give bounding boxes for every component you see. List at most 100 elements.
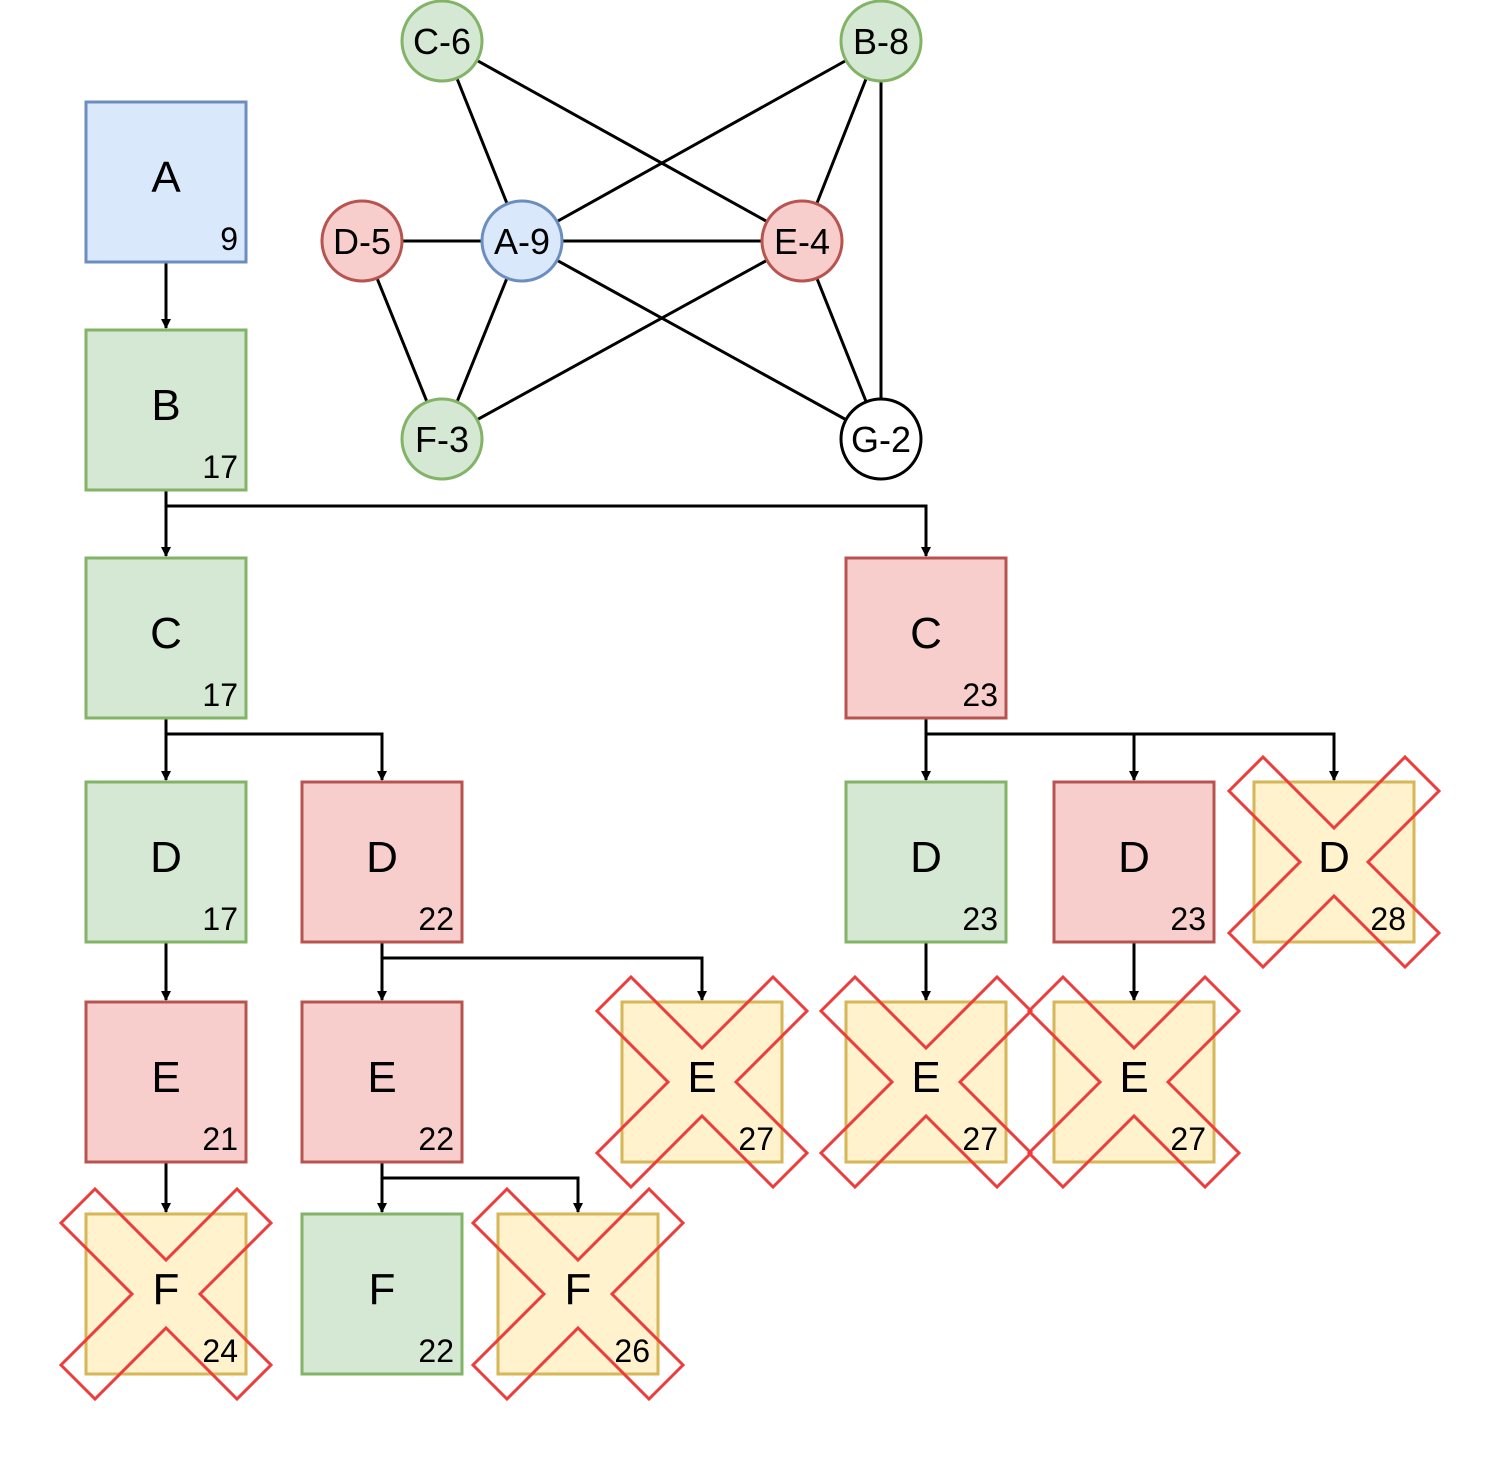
graph-node-circle [839, 397, 923, 481]
graph-node-b8: B-8 [839, 0, 923, 83]
tree-node-c2: C 23 [844, 556, 1008, 720]
graph-edge-b8-a9 [521, 39, 882, 243]
tree-node-d2: D22 [300, 780, 464, 944]
tree-node-b: B 17 [84, 328, 248, 492]
graph-edge-a9-g2 [521, 239, 882, 441]
tree-node-cost: 17 [202, 677, 238, 713]
tree-node-cost: 23 [962, 677, 998, 713]
pruned-cross-icon [1026, 974, 1242, 1190]
tree-node-cost: 22 [418, 1333, 454, 1369]
tree-node-cost: 23 [962, 901, 998, 937]
tree-node-cost: 27 [738, 1121, 774, 1157]
pruned-cross-icon [594, 974, 810, 1190]
graph-node-circle [320, 199, 404, 283]
tree-node-box [1252, 780, 1416, 944]
tree-node-box [300, 1212, 464, 1376]
tree-node-cost: 17 [202, 901, 238, 937]
tree-node-box [84, 1000, 248, 1164]
tree-node-f1: F 24 [58, 1186, 274, 1402]
graph-node-circle [400, 0, 484, 83]
tree-link-b-c2 [164, 490, 931, 557]
tree-node-cost: 26 [614, 1333, 650, 1369]
tree-node-e1: E21 [84, 1000, 248, 1164]
pruned-cross-icon [470, 1186, 686, 1402]
tree-node-box [844, 556, 1008, 720]
tree-node-e3: E 27 [594, 974, 810, 1190]
tree-node-letter: C [910, 609, 942, 658]
graph-node-g2: G-2 [839, 397, 923, 481]
tree-node-d1: D 17 [84, 780, 248, 944]
tree-node-e2: E 22 [300, 1000, 464, 1164]
graph-nodes: C-6 B-8D-5 A-9 E-4F-3 G-2 [320, 0, 923, 481]
tree-node-cost: 28 [1370, 901, 1406, 937]
tree-node-cost: 21 [202, 1121, 238, 1157]
tree-node-f2: F 22 [300, 1212, 464, 1376]
tree-node-letter: D [1118, 833, 1150, 882]
tree-node-cost: 9 [220, 221, 238, 257]
tree-node-cost: 27 [962, 1121, 998, 1157]
graph-node-circle [400, 397, 484, 481]
graph-node-label: D-5 [333, 221, 391, 262]
tree-node-letter: B [151, 381, 180, 430]
tree-node-box [1052, 1000, 1216, 1164]
tree-node-box [84, 100, 248, 264]
tree-node-cost: 22 [418, 1121, 454, 1157]
tree-node-box [84, 556, 248, 720]
graph-node-circle [760, 199, 844, 283]
graph-node-circle [839, 0, 923, 83]
tree-node-c1: C17 [84, 556, 248, 720]
tree-node-cost: 23 [1170, 901, 1206, 937]
graph-node-label: E-4 [774, 221, 830, 262]
tree-node-box [844, 1000, 1008, 1164]
tree-node-letter: F [153, 1265, 180, 1314]
graph-node-c6: C-6 [400, 0, 484, 83]
pruned-cross-icon [58, 1186, 274, 1402]
tree-node-box [844, 780, 1008, 944]
tree-node-box [84, 328, 248, 492]
graph-node-label: F-3 [415, 419, 469, 460]
tree-node-letter: F [565, 1265, 592, 1314]
graph-node-circle [480, 199, 564, 283]
tree-node-cost: 22 [418, 901, 454, 937]
tree-node-box [84, 1212, 248, 1376]
tree-node-letter: F [369, 1265, 396, 1314]
graph-node-f3: F-3 [400, 397, 484, 481]
tree-node-letter: E [1119, 1053, 1148, 1102]
tree-node-d5: D28 [1226, 754, 1442, 970]
tree-link-c2-d4 [924, 718, 1139, 781]
tree-node-letter: E [911, 1053, 940, 1102]
tree-node-cost: 24 [202, 1333, 238, 1369]
tree-node-cost: 17 [202, 449, 238, 485]
tree-node-letter: E [367, 1053, 396, 1102]
tree-node-box [496, 1212, 660, 1376]
tree-node-cost: 27 [1170, 1121, 1206, 1157]
graph-node-label: B-8 [853, 21, 909, 62]
tree-node-letter: D [150, 833, 182, 882]
tree-node-f3: F 26 [470, 1186, 686, 1402]
tree-node-letter: E [687, 1053, 716, 1102]
tree-node-d3: D 23 [844, 780, 1008, 944]
graph-node-label: G-2 [851, 419, 911, 460]
tree-links [161, 262, 1339, 1213]
graph-edge-e4-f3 [441, 239, 803, 441]
tree-node-d4: D 23 [1052, 780, 1216, 944]
tree-node-a: A9 [84, 100, 248, 264]
graph-node-d5: D-5 [320, 199, 404, 283]
graph-node-e4: E-4 [760, 199, 844, 283]
graph-node-label: C-6 [413, 21, 471, 62]
pruned-cross-icon [818, 974, 1034, 1190]
tree-node-letter: A [151, 153, 181, 202]
graph-node-a9: A-9 [480, 199, 564, 283]
tree-link-c2-d5 [924, 718, 1339, 781]
tree-node-e4: E 27 [818, 974, 1034, 1190]
tree-link-d2-e3 [380, 942, 707, 1001]
tree-node-box [300, 780, 464, 944]
tree-node-e5: E 27 [1026, 974, 1242, 1190]
tree-node-box [300, 1000, 464, 1164]
tree-node-box [84, 780, 248, 944]
pruned-cross-icon [1226, 754, 1442, 970]
tree-link-c1-d2 [164, 718, 387, 781]
tree-node-letter: D [910, 833, 942, 882]
tree-nodes: A9B17C17C23D17D22D23D23D28E21E22E27E27E2… [58, 100, 1442, 1402]
